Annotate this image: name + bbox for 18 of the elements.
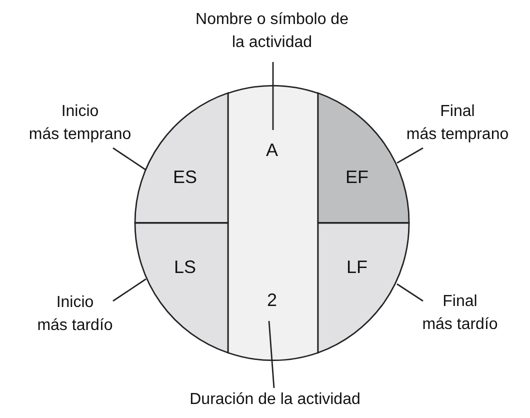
region-label: EF bbox=[346, 166, 368, 188]
leader-line bbox=[396, 283, 424, 302]
leader-line bbox=[268, 320, 275, 388]
leader-line bbox=[272, 62, 274, 130]
callout-text: Inicio más temprano bbox=[28, 102, 132, 145]
leader-line bbox=[112, 147, 146, 171]
callout-text: Final más tardío bbox=[421, 292, 499, 335]
callout-text: Nombre o símbolo de la actividad bbox=[194, 10, 350, 53]
callout-text: Inicio más tardío bbox=[36, 293, 114, 336]
region-label: 2 bbox=[267, 289, 277, 311]
leader-line bbox=[112, 278, 146, 302]
callout-text: Duración de la actividad bbox=[188, 390, 362, 410]
region-label: LS bbox=[174, 256, 196, 278]
region-label: A bbox=[266, 139, 278, 161]
leader-line bbox=[396, 147, 424, 164]
region-label: ES bbox=[173, 166, 197, 188]
region-label: LF bbox=[346, 256, 368, 278]
callout-text: Final más temprano bbox=[405, 102, 510, 145]
